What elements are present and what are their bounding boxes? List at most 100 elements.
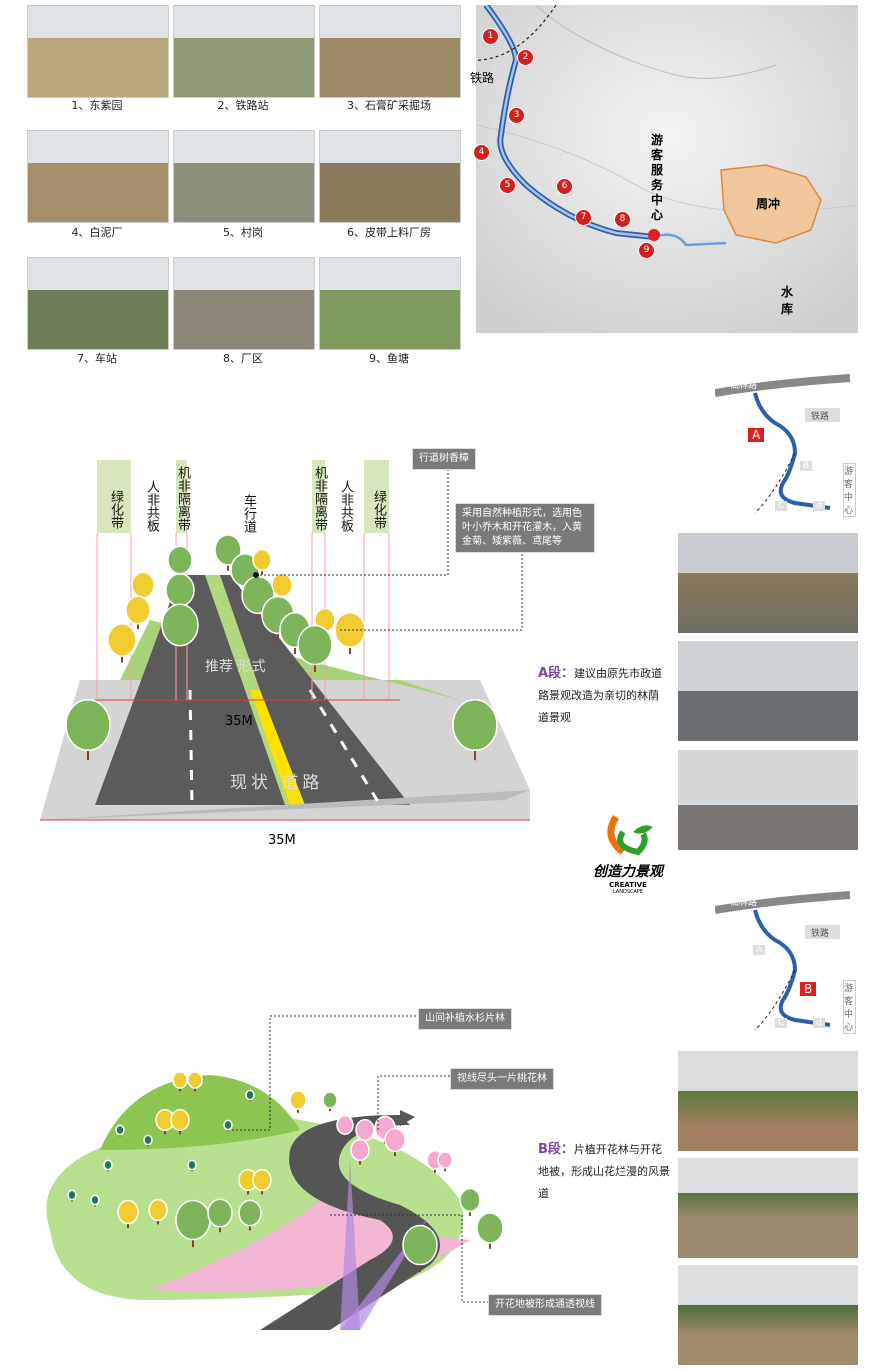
keymap-railway-label: 铁路: [811, 929, 830, 939]
tree: [115, 1124, 125, 1136]
keymap-d-marker: d: [813, 501, 825, 511]
tree: [170, 1108, 190, 1132]
column-label: 绿化带: [371, 490, 386, 529]
map-marker: 2: [517, 49, 534, 66]
tree: [238, 1199, 262, 1227]
map-zhouchong-label: 周冲: [756, 197, 781, 211]
map-marker: 5: [499, 177, 516, 194]
section-b-diagram: [0, 1000, 620, 1371]
section-a-photo: [678, 533, 858, 633]
keymap-center-label: 游客中心: [843, 463, 856, 517]
tree: [223, 1119, 233, 1131]
photo-caption: 3、石膏矿采掘场: [347, 99, 431, 112]
keymap-a-marker: A: [753, 945, 766, 955]
tree: [476, 1212, 504, 1244]
tree: [175, 1199, 211, 1241]
tree: [459, 1187, 481, 1213]
map-marker: 3: [508, 107, 525, 124]
keymap-c-marker: C: [775, 501, 788, 511]
photo-caption: 1、东紫园: [71, 99, 123, 112]
photo-caption: 4、白泥厂: [71, 226, 123, 239]
tree: [437, 1151, 453, 1169]
tree: [452, 698, 498, 752]
tree: [322, 1091, 338, 1109]
label-street-tree: 行道树香樟: [412, 448, 476, 470]
tree: [143, 1134, 153, 1146]
section-a-diagram: [0, 440, 600, 870]
note-text: 片植开花林与开花地被，形成山花烂漫的风景道: [538, 1143, 670, 1200]
site-photo: [27, 5, 169, 98]
map-marker: 7: [575, 209, 592, 226]
map-railway-label: 铁路: [470, 71, 495, 85]
keymap-b-marker: B: [800, 461, 813, 471]
section-b-note: B段：片植开花林与开花地被，形成山花烂漫的风景道: [538, 1139, 670, 1205]
width-top-label: 35M: [225, 714, 253, 729]
tree: [165, 573, 195, 607]
tree: [336, 1115, 354, 1135]
keymap-b-marker: B: [800, 982, 817, 996]
label-metasequoia: 山间补植水杉片林: [418, 1008, 512, 1030]
tree: [289, 1090, 307, 1110]
keymap-d-marker: d: [813, 1018, 825, 1028]
tree: [355, 1118, 375, 1142]
label-planting: 采用自然种植形式，选用色叶小乔木和开花灌木，入黄金菊、矮紫薇、鸢尾等: [455, 503, 595, 553]
current-label: 现状 道路: [230, 773, 324, 793]
section-a-photo: [678, 750, 858, 850]
road-perspective: [40, 462, 530, 821]
column-label: 绿化带: [108, 490, 123, 529]
map-reservoir-label: 水库: [781, 285, 794, 316]
tree: [384, 1127, 406, 1153]
map-marker: 9: [638, 242, 655, 259]
keymap-c-marker: C: [775, 1018, 788, 1028]
section-a-note: A段：建议由原先市政道路景观改造为亲切的林荫道景观: [538, 663, 668, 729]
label-peach-forest: 视线尽头一片桃花林: [450, 1068, 554, 1090]
column-label: 机非隔离带: [175, 466, 190, 531]
tree: [161, 603, 199, 647]
site-photo: [319, 5, 461, 98]
site-photo: [173, 257, 315, 350]
tree: [125, 595, 151, 625]
map-marker: 1: [482, 28, 499, 45]
proposed-label: 推荐 形式: [205, 659, 266, 675]
label-flowers: 开花地被形成通透视线: [488, 1294, 602, 1316]
keymap-railway-label: 铁路: [811, 412, 830, 422]
photo-caption: 9、鱼塘: [369, 352, 409, 365]
tree: [207, 1198, 233, 1228]
tree: [350, 1138, 370, 1162]
note-title: B段：: [538, 1142, 574, 1157]
site-photo: [27, 257, 169, 350]
photo-caption: 2、铁路站: [217, 99, 269, 112]
section-b-photo: [678, 1265, 858, 1365]
tree: [167, 545, 193, 575]
section-a-photo: [678, 641, 858, 741]
map-marker: 6: [556, 178, 573, 195]
zhouchong-area: [720, 164, 822, 244]
site-photo: [173, 5, 315, 98]
tree: [187, 1071, 203, 1089]
tree: [245, 1089, 255, 1101]
photo-caption: 6、皮带上料厂房: [347, 226, 431, 239]
tree: [131, 571, 155, 599]
tree: [117, 1199, 139, 1225]
tree: [107, 623, 137, 657]
tree: [252, 548, 272, 572]
tree: [214, 534, 242, 566]
keymap-a-marker: A: [748, 428, 765, 442]
tree: [103, 1159, 113, 1171]
photo-caption: 7、车站: [77, 352, 117, 365]
column-label: 人非共板: [338, 480, 353, 532]
site-photo: [319, 130, 461, 223]
section-b-photo: [678, 1158, 858, 1258]
hill-road-graphic: [46, 1015, 504, 1330]
width-bottom-label: 35M: [268, 833, 296, 848]
tree: [65, 698, 111, 752]
tree: [187, 1159, 197, 1171]
tree: [90, 1194, 100, 1206]
tree: [252, 1168, 272, 1192]
site-photo: [27, 130, 169, 223]
logo: 创造力景观 CREATIVE LANDSCAPE: [588, 812, 668, 895]
